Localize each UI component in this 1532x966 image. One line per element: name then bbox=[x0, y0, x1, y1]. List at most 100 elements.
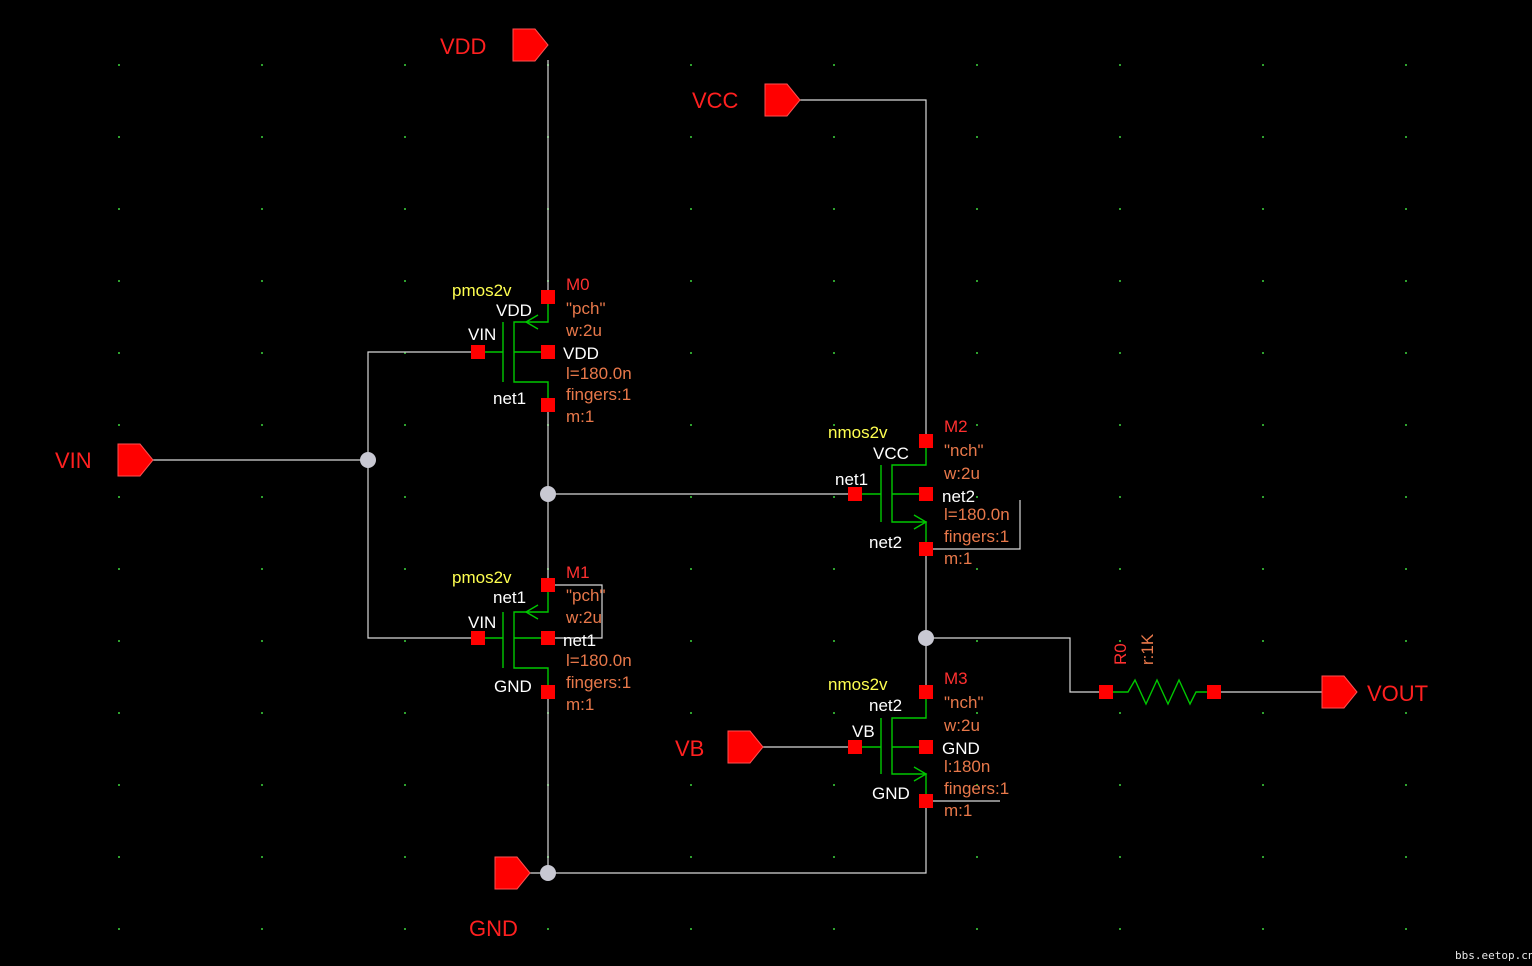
pin-m0-s[interactable] bbox=[541, 398, 555, 412]
port-vdd-flag[interactable] bbox=[512, 28, 549, 62]
port-vout-flag[interactable] bbox=[1321, 675, 1358, 709]
grid-dot bbox=[833, 352, 835, 354]
pin-m3-g[interactable] bbox=[848, 740, 862, 754]
pin-m1-s[interactable] bbox=[541, 685, 555, 699]
grid-dot bbox=[1405, 136, 1407, 138]
pin-m3-d[interactable] bbox=[919, 685, 933, 699]
grid-dot bbox=[1119, 928, 1121, 930]
wire-vcc[interactable] bbox=[800, 99, 927, 441]
pin-m2-s[interactable] bbox=[919, 542, 933, 556]
m2-term-g: net1 bbox=[835, 470, 868, 489]
grid-dot bbox=[833, 784, 835, 786]
grid-dot bbox=[118, 208, 120, 210]
grid-dot bbox=[261, 208, 263, 210]
wire-vin-bus[interactable] bbox=[367, 351, 478, 639]
grid-dots bbox=[118, 64, 1407, 930]
port-vdd-label: VDD bbox=[440, 34, 486, 59]
pin-m0-g[interactable] bbox=[471, 345, 485, 359]
grid-dot bbox=[118, 712, 120, 714]
grid-dot bbox=[1119, 784, 1121, 786]
grid-dot bbox=[261, 712, 263, 714]
wire-gnd-return[interactable] bbox=[530, 801, 927, 874]
grid-dot bbox=[833, 424, 835, 426]
grid-dot bbox=[118, 496, 120, 498]
junctions bbox=[360, 452, 934, 881]
grid-dot bbox=[404, 640, 406, 642]
m3-model-label: "nch" bbox=[944, 693, 983, 712]
grid-dot bbox=[1405, 712, 1407, 714]
wire-out[interactable] bbox=[926, 637, 1106, 693]
pin-m0-d[interactable] bbox=[541, 290, 555, 304]
m1-mult-label: m:1 bbox=[566, 695, 594, 714]
grid-dot bbox=[404, 64, 406, 66]
pin-m2-g[interactable] bbox=[848, 487, 862, 501]
m3-term-g: VB bbox=[852, 722, 875, 741]
grid-dot bbox=[1405, 784, 1407, 786]
port-vcc-flag[interactable] bbox=[764, 83, 801, 117]
grid-dot bbox=[690, 568, 692, 570]
m2-width-label: w:2u bbox=[943, 464, 980, 483]
port-gnd-flag[interactable] bbox=[494, 856, 531, 890]
pin-m0-b[interactable] bbox=[541, 345, 555, 359]
wires bbox=[152, 60, 1322, 874]
grid-dot bbox=[1405, 496, 1407, 498]
grid-dot bbox=[1119, 568, 1121, 570]
grid-dot bbox=[1262, 208, 1264, 210]
m3-body bbox=[891, 692, 927, 801]
grid-dot bbox=[833, 136, 835, 138]
m0-labels: pmos2v M0 "pch" w:2u l=180.0n fingers:1 … bbox=[452, 275, 632, 426]
port-vout-label: VOUT bbox=[1367, 681, 1428, 706]
grid-dot bbox=[118, 136, 120, 138]
grid-dot bbox=[833, 856, 835, 858]
grid-dot bbox=[1119, 64, 1121, 66]
pin-m1-g[interactable] bbox=[471, 631, 485, 645]
port-vb-flag[interactable] bbox=[727, 730, 764, 764]
m0-cell-label: pmos2v bbox=[452, 281, 512, 300]
grid-dot bbox=[690, 424, 692, 426]
pin-r0-plus[interactable] bbox=[1099, 685, 1113, 699]
grid-dot bbox=[976, 136, 978, 138]
pin-m1-d[interactable] bbox=[541, 578, 555, 592]
grid-dot bbox=[1119, 640, 1121, 642]
pin-m1-b[interactable] bbox=[541, 631, 555, 645]
wire-m1-bulk[interactable] bbox=[548, 584, 603, 639]
m3-instance-label: M3 bbox=[944, 669, 968, 688]
grid-dot bbox=[1405, 568, 1407, 570]
pin-m2-b[interactable] bbox=[919, 487, 933, 501]
grid-dot bbox=[1262, 568, 1264, 570]
grid-dot bbox=[1262, 496, 1264, 498]
m1-term-d: net1 bbox=[493, 588, 526, 607]
m0-fingers-label: fingers:1 bbox=[566, 385, 631, 404]
grid-dot bbox=[976, 424, 978, 426]
grid-dot bbox=[976, 784, 978, 786]
grid-dot bbox=[1119, 280, 1121, 282]
grid-dot bbox=[1119, 136, 1121, 138]
watermark: bbs.eetop.cn bbox=[1455, 949, 1532, 962]
pin-m3-s[interactable] bbox=[919, 794, 933, 808]
m1-cell-label: pmos2v bbox=[452, 568, 512, 587]
m0-width-label: w:2u bbox=[565, 321, 602, 340]
port-vin-flag[interactable] bbox=[117, 443, 154, 477]
m3-term-d: net2 bbox=[869, 696, 902, 715]
m2-mult-label: m:1 bbox=[944, 549, 972, 568]
grid-dot bbox=[976, 712, 978, 714]
transistor-m0[interactable] bbox=[478, 297, 549, 405]
wire-m2-bulk[interactable] bbox=[926, 500, 1021, 550]
grid-dot bbox=[690, 712, 692, 714]
grid-dot bbox=[1119, 208, 1121, 210]
grid-dot bbox=[404, 856, 406, 858]
pin-m3-b[interactable] bbox=[919, 740, 933, 754]
pin-m2-d[interactable] bbox=[919, 434, 933, 448]
grid-dot bbox=[833, 640, 835, 642]
resistor-r0[interactable] bbox=[1106, 678, 1214, 706]
grid-dot bbox=[833, 208, 835, 210]
m2-labels: nmos2v M2 "nch" w:2u l=180.0n fingers:1 … bbox=[828, 417, 1010, 568]
grid-dot bbox=[1262, 784, 1264, 786]
grid-dot bbox=[690, 280, 692, 282]
m3-term-b: GND bbox=[942, 739, 980, 758]
pin-r0-minus[interactable] bbox=[1207, 685, 1221, 699]
junction-gnd bbox=[540, 865, 556, 881]
grid-dot bbox=[404, 280, 406, 282]
grid-dot bbox=[690, 136, 692, 138]
